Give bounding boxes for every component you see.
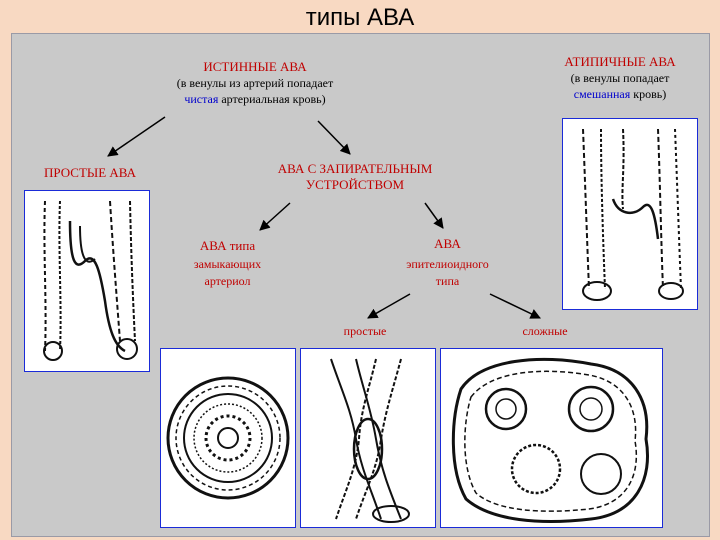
simple-subtype-label: простые [343,324,387,338]
closing-arterioles-line2: замыкающих [193,257,262,271]
atypical-ava-desc-line1: (в венулы попадает [570,71,670,85]
closing-arterioles-ava: АВА [199,238,227,253]
locking-ava-line1: АВА С ЗАПИРАТЕЛЬНЫМ [277,161,433,176]
true-ava-desc-line2-rest: артериальная кровь) [218,92,326,106]
atypical-ava-heading: АТИПИЧНЫЕ АВА [564,54,676,69]
true-ava-heading: ИСТИННЫЕ АВА [203,59,307,74]
simple-ava-heading: ПРОСТЫЕ АВА [43,165,137,180]
pure-blood-word: чистая [184,92,219,106]
epithelioid-line2: эпителиоидного [406,257,489,271]
complex-epithelioid-illustration [440,348,663,528]
true-ava-desc-line1: (в венулы из артерий попадает [176,76,334,90]
atypical-ava-desc-line2: смешанная кровь) [530,87,710,102]
simple-epithelioid-illustration [300,348,436,528]
true-ava-desc-line2: чистая артериальная кровь) [100,92,410,107]
complex-subtype-label: сложные [522,324,568,338]
closing-arterioles-illustration [160,348,296,528]
mixed-blood-word: смешанная [573,87,631,101]
epithelioid-line3: типа [435,274,460,288]
atypical-ava-illustration [562,118,698,310]
closing-arterioles-line3: артериол [204,274,251,288]
simple-ava-illustration [24,190,150,372]
atypical-ava-desc-line2-rest: кровь) [630,87,667,101]
locking-ava-line2: УСТРОЙСТВОМ [305,177,405,192]
epithelioid-line1: АВА [434,236,461,251]
closing-arterioles-line1: АВА типа [165,238,290,254]
slide-title: типы АВА [305,4,415,31]
closing-arterioles-type: типа [226,238,256,253]
